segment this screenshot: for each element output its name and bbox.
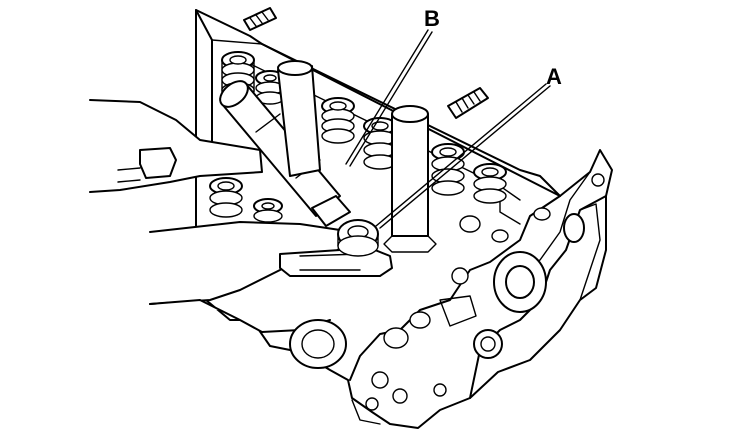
callout-label-b: B [424, 6, 440, 31]
callout-leaders [345, 29, 551, 229]
leader-line-b [345, 29, 429, 165]
valve-guide-tool [383, 105, 437, 253]
valve-spring-compressor-tool [219, 60, 351, 227]
valve-spring [473, 163, 507, 204]
callout-label-a: A [546, 64, 562, 89]
stud-bolts [243, 7, 489, 119]
valve-spring [321, 97, 355, 144]
valve-spring [431, 143, 465, 196]
leader-line-b-2 [349, 31, 433, 167]
valve-seal [337, 219, 379, 257]
head-ports [289, 173, 605, 425]
valve-spring [209, 177, 243, 218]
valve-spring [253, 198, 283, 223]
leader-line-a-2 [379, 85, 551, 229]
valve-springs [209, 51, 507, 223]
leader-line-a [375, 83, 547, 227]
left-hand [89, 99, 263, 193]
